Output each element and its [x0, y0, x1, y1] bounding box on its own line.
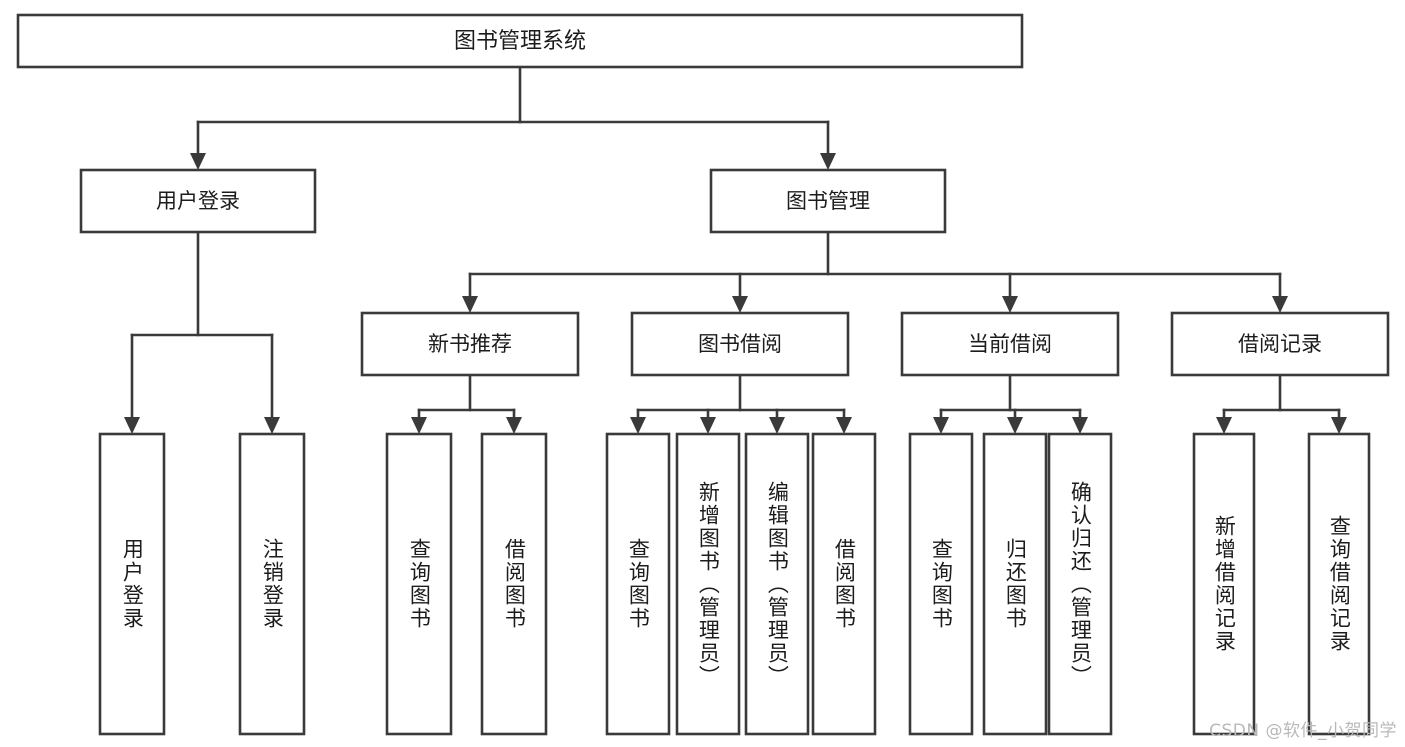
edge-leaf-3-0-arrowhead	[933, 417, 949, 434]
leaf-node-rect[interactable]	[744, 432, 810, 736]
leaf-node-rect[interactable]	[1192, 432, 1256, 736]
level3-node-label: 新书推荐	[428, 332, 512, 356]
edge-leaf-2-0-arrowhead	[630, 417, 646, 434]
edge-mgr-to-level3-2-arrowhead	[1002, 296, 1018, 313]
leaf-node-8[interactable]	[908, 432, 974, 736]
watermark-text: CSDN @软件_小贺同学	[1209, 721, 1397, 741]
level3-node-rect[interactable]	[630, 311, 850, 377]
edge-leaf-3-1-arrowhead	[1007, 417, 1023, 434]
level3-node-0[interactable]: 新书推荐	[360, 311, 580, 377]
leaf-node-9[interactable]	[982, 432, 1048, 736]
leaf-node-rect[interactable]	[908, 432, 974, 736]
root-node-0[interactable]: 图书管理系统	[16, 13, 1024, 69]
leaf-node-7[interactable]	[811, 432, 877, 736]
root-node-label: 图书管理系统	[454, 29, 586, 54]
leaf-node-1[interactable]	[238, 432, 306, 736]
connectors-layer	[124, 65, 1347, 434]
level2-node-label: 用户登录	[156, 189, 240, 213]
leaf-node-4[interactable]	[605, 432, 671, 736]
edge-leaf-3-2-arrowhead	[1072, 417, 1088, 434]
leaf-node-rect[interactable]	[98, 432, 166, 736]
level3-node-3[interactable]: 借阅记录	[1170, 311, 1390, 377]
edge-leaf-0-1-arrowhead	[264, 417, 280, 434]
leaf-node-rect[interactable]	[1047, 432, 1113, 736]
edge-leaf-1-0-arrowhead	[411, 417, 427, 434]
leaf-node-rect[interactable]	[480, 432, 548, 736]
leaf-node-2[interactable]	[385, 432, 453, 736]
level3-node-1[interactable]: 图书借阅	[630, 311, 850, 377]
level3-node-rect[interactable]	[360, 311, 580, 377]
edge-mgr-to-level3-3-arrowhead	[1272, 296, 1288, 313]
leaf-node-10[interactable]	[1047, 432, 1113, 736]
level3-node-rect[interactable]	[1170, 311, 1390, 377]
level2-node-0[interactable]: 用户登录	[79, 168, 317, 234]
leaf-node-3[interactable]	[480, 432, 548, 736]
edge-leaf-2-1-arrowhead	[700, 417, 716, 434]
leaf-node-rect[interactable]	[675, 432, 741, 736]
level3-node-rect[interactable]	[900, 311, 1120, 377]
edge-leaf-4-1-arrowhead	[1331, 417, 1347, 434]
leaf-node-rect[interactable]	[605, 432, 671, 736]
root-node-rect[interactable]	[16, 13, 1024, 69]
edge-leaf-2-2-arrowhead	[769, 417, 785, 434]
level3-node-label: 借阅记录	[1238, 332, 1322, 356]
edge-leaf-4-0-arrowhead	[1216, 417, 1232, 434]
leaf-node-rect[interactable]	[982, 432, 1048, 736]
level3-node-label: 当前借阅	[968, 332, 1052, 356]
leaf-node-6[interactable]	[744, 432, 810, 736]
leaf-node-rect[interactable]	[238, 432, 306, 736]
level2-node-rect[interactable]	[79, 168, 317, 234]
level2-node-1[interactable]: 图书管理	[709, 168, 947, 234]
edge-mgr-to-level3-1-arrowhead	[732, 296, 748, 313]
level3-node-2[interactable]: 当前借阅	[900, 311, 1120, 377]
leaf-node-12[interactable]	[1307, 432, 1371, 736]
leaf-node-0[interactable]	[98, 432, 166, 736]
edge-leaf-1-1-arrowhead	[506, 417, 522, 434]
edge-root-to-level2-0-arrowhead	[190, 153, 206, 170]
leaf-node-rect[interactable]	[1307, 432, 1371, 736]
level3-node-label: 图书借阅	[698, 332, 782, 356]
leaf-node-5[interactable]	[675, 432, 741, 736]
edge-root-to-level2-1-arrowhead	[820, 153, 836, 170]
edge-leaf-2-3-arrowhead	[836, 417, 852, 434]
leaf-node-rect[interactable]	[385, 432, 453, 736]
edge-leaf-0-0-arrowhead	[124, 417, 140, 434]
edge-mgr-to-level3-0-arrowhead	[462, 296, 478, 313]
level2-node-label: 图书管理	[786, 189, 870, 213]
leaf-node-rect[interactable]	[811, 432, 877, 736]
leaf-node-11[interactable]	[1192, 432, 1256, 736]
level2-node-rect[interactable]	[709, 168, 947, 234]
